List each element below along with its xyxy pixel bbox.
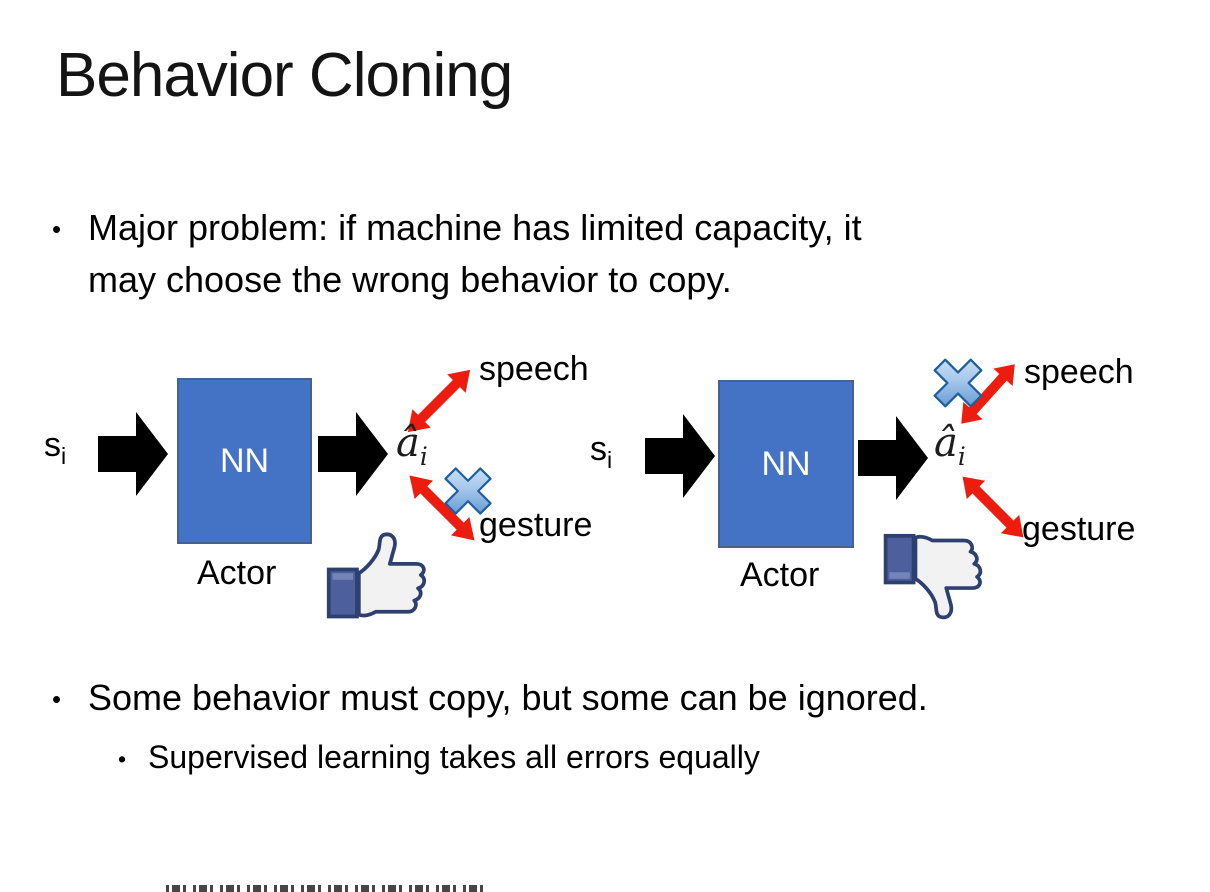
- nn-box-label: NN: [761, 444, 811, 483]
- actor-caption: Actor: [740, 556, 820, 594]
- speech-label: speech: [479, 350, 589, 388]
- bullet-marker: •: [52, 686, 62, 714]
- speech-label: speech: [1024, 353, 1134, 391]
- speech-branch-arrow-icon: [961, 364, 1015, 424]
- bullet-some-behavior: • Some behavior must copy, but some can …: [52, 674, 1152, 724]
- bullet-marker: •: [118, 746, 127, 772]
- cross-out-icon: [444, 467, 492, 515]
- thumbs-down-icon: [883, 533, 983, 620]
- gesture-branch-arrow-icon: [409, 475, 475, 541]
- thumbs-up-icon: [326, 532, 427, 619]
- state-input-label: si: [44, 426, 67, 469]
- input-arrow-icon: [645, 414, 715, 498]
- nn-box-label: NN: [219, 441, 270, 480]
- cross-out-icon: [933, 358, 983, 408]
- bullet-major-problem-text: Major problem: if machine has limited ca…: [88, 207, 862, 300]
- nn-box: NN: [177, 378, 312, 544]
- bullet-supervised-learning-text: Supervised learning takes all errors equ…: [148, 739, 760, 775]
- predicted-action-label: âi: [396, 420, 428, 471]
- bullet-some-behavior-text: Some behavior must copy, but some can be…: [88, 677, 928, 718]
- bullet-supervised-learning: • Supervised learning takes all errors e…: [118, 735, 1118, 781]
- bullet-major-problem: • Major problem: if machine has limited …: [52, 202, 1112, 306]
- gesture-label: gesture: [479, 506, 593, 544]
- gesture-branch-arrow-icon: [962, 476, 1024, 538]
- output-arrow-icon: [858, 416, 928, 500]
- output-arrow-icon: [318, 412, 388, 496]
- state-input-label: si: [590, 430, 613, 473]
- gesture-label: gesture: [1022, 510, 1136, 548]
- bullet-marker: •: [52, 216, 62, 244]
- input-arrow-icon: [98, 412, 168, 496]
- nn-box: NN: [718, 380, 854, 548]
- actor-caption: Actor: [197, 554, 277, 592]
- slide-title: Behavior Cloning: [56, 41, 513, 110]
- clipped-bottom-text-artifact: [166, 885, 490, 892]
- predicted-action-label: âi: [934, 420, 966, 471]
- speech-branch-arrow-icon: [407, 369, 471, 433]
